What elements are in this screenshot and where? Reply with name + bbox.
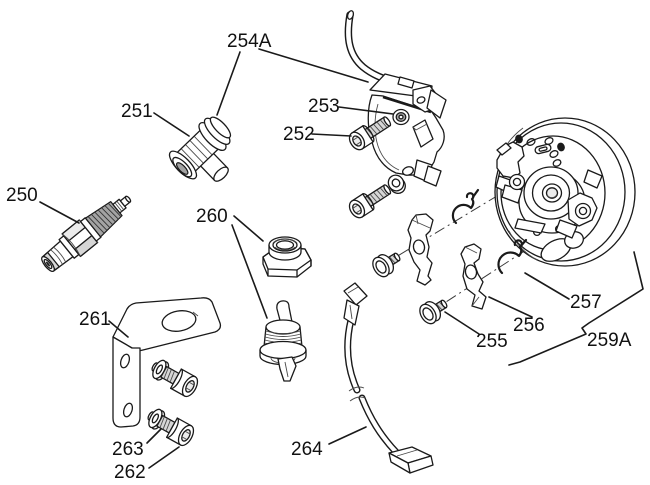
- switch-nut: [262, 236, 312, 278]
- callout-260: 260: [196, 206, 228, 227]
- coil-grommet: [392, 108, 410, 126]
- callout-252: 252: [283, 124, 315, 145]
- bracket-screw-upper: [147, 355, 202, 400]
- spark-plug-boot: [168, 116, 232, 182]
- callout-263: 263: [112, 439, 144, 460]
- leader-lines: [39, 48, 570, 469]
- callout-264: 264: [291, 439, 323, 460]
- callout-257: 257: [570, 292, 602, 313]
- callout-labels: 250 251 252 253 254A 255 256 257 259A 26…: [6, 31, 632, 483]
- callout-253: 253: [308, 96, 340, 117]
- wire-connector-top: [343, 282, 368, 326]
- callout-255: 255: [476, 331, 508, 352]
- callout-256: 256: [513, 315, 545, 336]
- callout-254A: 254A: [227, 31, 272, 52]
- pawl-screw-255: [415, 293, 452, 328]
- ignition-coil: [344, 10, 447, 187]
- bracket-screw-262: [143, 404, 198, 449]
- starter-pawl-upper: [407, 213, 434, 286]
- callout-261: 261: [79, 309, 111, 330]
- stop-switch-wire: [343, 282, 434, 474]
- spark-plug: [41, 195, 132, 272]
- pawl-screw-upper: [368, 246, 405, 281]
- retaining-ring-upper: [451, 188, 480, 225]
- flywheel-pawl-installed-right: [514, 169, 603, 239]
- coil-screw-lower: [345, 179, 395, 222]
- flywheel-hole-dark-left: [515, 134, 523, 144]
- flywheel-hole-dark-right: [557, 142, 565, 152]
- wire-connector-bottom: [388, 446, 434, 474]
- retaining-ring-257: [497, 238, 528, 275]
- starter-pawl-256: [460, 243, 487, 310]
- flywheel-pawl-installed-left: [495, 141, 526, 204]
- callout-259A: 259A: [587, 330, 632, 351]
- flywheel: [494, 117, 636, 267]
- mounting-bracket: [112, 297, 222, 428]
- stop-switch: [259, 300, 307, 382]
- callout-262: 262: [114, 462, 146, 483]
- callout-250: 250: [6, 185, 38, 206]
- spark-lead-end: [346, 10, 355, 20]
- brace-259A: [508, 251, 644, 366]
- callout-251: 251: [121, 101, 153, 122]
